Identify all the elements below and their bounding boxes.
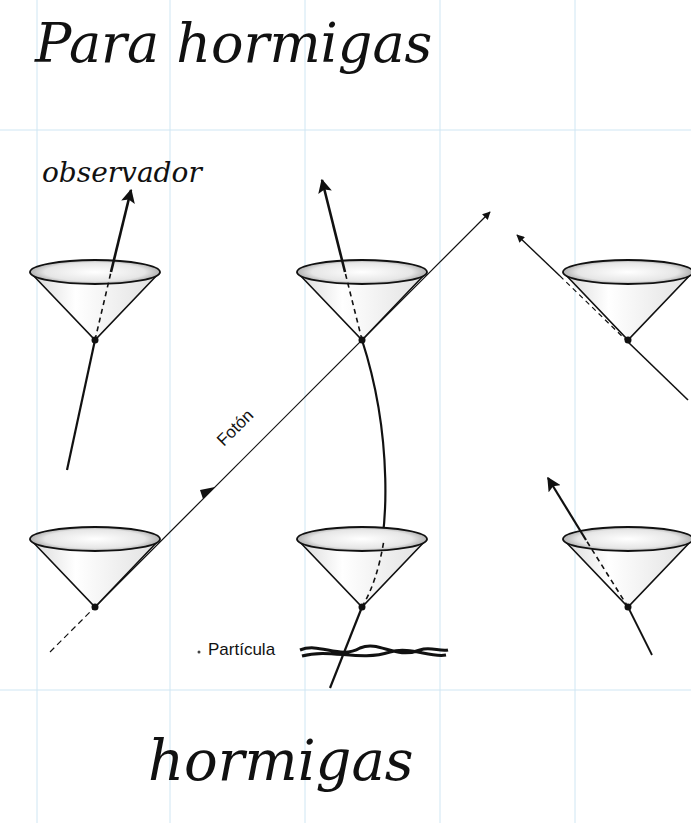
particle-label: Partícula [208, 641, 275, 660]
light-cones [30, 260, 691, 611]
scribble [300, 646, 448, 656]
handwritten-label: hormigas [148, 730, 414, 792]
photon-label: Fotón [213, 405, 260, 452]
future-arrows [95, 180, 628, 607]
bullet-dot [198, 651, 201, 654]
handwritten-label: observador [42, 158, 202, 189]
handwritten-title: Para hormigas [35, 14, 432, 73]
